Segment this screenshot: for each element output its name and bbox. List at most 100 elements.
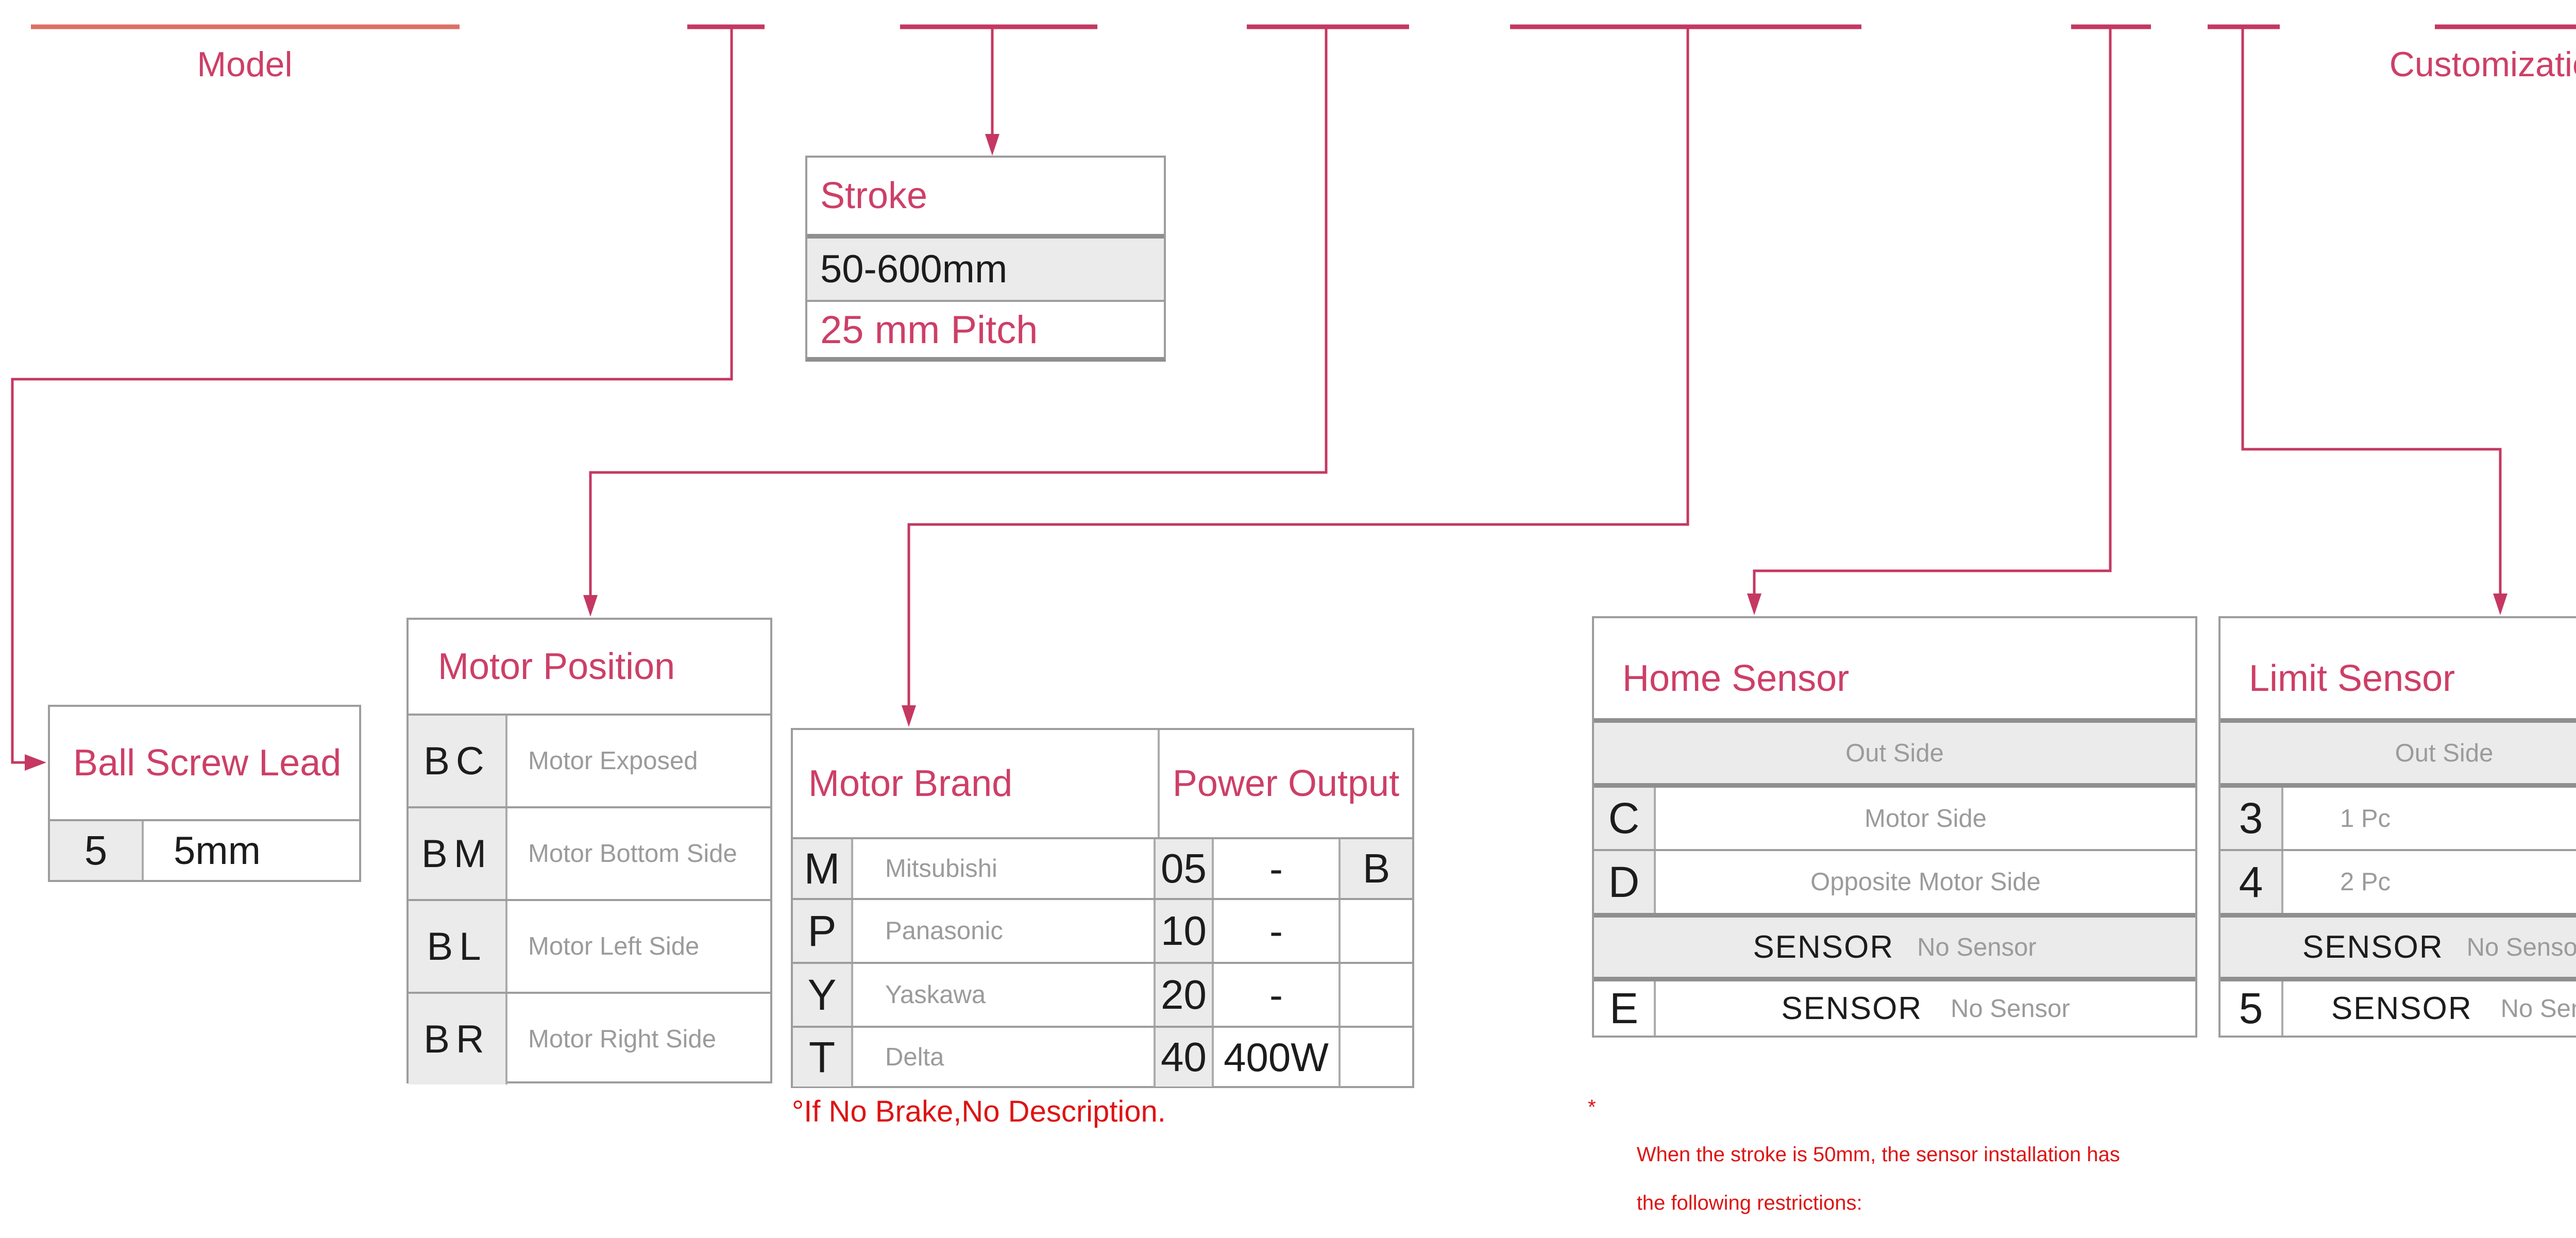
motor-brand-table: Motor Brand Power Output M Mitsubishi 05… (791, 728, 1414, 1088)
output-cell: - (1212, 839, 1338, 898)
code-cell: P (793, 900, 851, 962)
power-code-cell: 10 (1154, 900, 1212, 962)
desc-cell: Opposite Motor Side (1810, 868, 2041, 896)
desc-cell: Motor Side (1865, 804, 1987, 833)
arrow-down-icon (1747, 593, 1761, 615)
power-output-title: Power Output (1158, 730, 1412, 837)
brand-cell: Mitsubishi (851, 839, 1154, 898)
outside-group-row: Out Side (1594, 718, 2195, 783)
sensor-cell: SENSOR No Sensor (1656, 981, 2195, 1036)
code-cell: BM (409, 808, 507, 899)
brake-cell (1338, 900, 1412, 962)
no-sensor-label: No Sensor (2466, 933, 2576, 961)
motor-position-title: Motor Position (438, 646, 675, 687)
output-cell: 400W (1212, 1028, 1338, 1087)
table-row: 5 SENSOR No Sensor (2221, 977, 2576, 1036)
header-row: Motor Brand Power Output (793, 730, 1412, 837)
no-sensor-row: SENSOR No Sensor (1594, 913, 2195, 977)
sensor-label: SENSOR (2331, 991, 2472, 1026)
code-cell: D (1594, 851, 1656, 913)
stroke-range: 50-600mm (807, 234, 1164, 300)
code-cell: BC (409, 716, 507, 806)
limit-sensor-title: Limit Sensor (2249, 658, 2455, 699)
home-sensor-table: Home Sensor Out Side C Motor Side D Oppo… (1592, 616, 2197, 1038)
table-row: M Mitsubishi 05 - B (793, 837, 1412, 898)
note-paragraph: * When the stroke is 50mm, the sensor in… (1588, 1094, 2180, 1238)
brand-cell: Panasonic (851, 900, 1154, 962)
code-cell: BL (409, 901, 507, 992)
output-cell: - (1212, 964, 1338, 1026)
sensor-restriction-note: * When the stroke is 50mm, the sensor in… (1588, 1046, 2180, 1238)
limit-sensor-table: Limit Sensor Out Side 3 1 Pc 4 2 Pc SENS… (2218, 616, 2576, 1038)
home-sensor-title: Home Sensor (1622, 658, 1850, 699)
no-sensor-label: No Sensor (2500, 994, 2576, 1023)
motor-position-table: Motor Position BC Motor Exposed BM Motor… (406, 618, 772, 1084)
note-line: When the stroke is 50mm, the sensor inst… (1636, 1143, 2120, 1166)
customization-order-label: Customization Order No. (2389, 45, 2576, 84)
stroke-table: Stroke 50-600mm 25 mm Pitch (805, 156, 1166, 362)
arrow-right-icon (25, 754, 46, 771)
brake-cell (1338, 964, 1412, 1026)
power-code-cell: 20 (1154, 964, 1212, 1026)
motor-brand-title: Motor Brand (808, 763, 1013, 804)
table-row: 4 2 Pc (2221, 849, 2576, 913)
stroke-pitch: 25 mm Pitch (807, 300, 1164, 358)
code-cell: 5 (50, 821, 144, 880)
code-cell: 5 (2221, 981, 2283, 1036)
no-sensor-label: No Sensor (1917, 933, 2037, 961)
table-row: P Panasonic 10 - (793, 898, 1412, 962)
leader-lines (11, 27, 2502, 764)
brand-cell: Yaskawa (851, 964, 1154, 1026)
code-cell: BR (409, 994, 507, 1084)
code-cell: 3 (2221, 788, 2283, 849)
sensor-label: SENSOR (2302, 929, 2444, 965)
desc-cell: 1 Pc (2340, 804, 2391, 833)
code-cell: C (1594, 788, 1656, 849)
table-row: C Motor Side (1594, 783, 2195, 849)
table-row: BM Motor Bottom Side (409, 806, 770, 899)
brake-cell: B (1338, 839, 1412, 898)
arrow-down-icon (2493, 593, 2507, 615)
table-row: 5 5mm (50, 819, 359, 880)
sensor-label: SENSOR (1781, 991, 1923, 1026)
table-row: BL Motor Left Side (409, 899, 770, 992)
code-cell: T (793, 1028, 851, 1087)
power-code-cell: 40 (1154, 1028, 1212, 1087)
arrowheads (25, 134, 2507, 771)
stroke-title: Stroke (820, 175, 928, 216)
code-cell: Y (793, 964, 851, 1026)
note-line: the following restrictions: (1636, 1192, 1862, 1214)
table-row: T Delta 40 400W (793, 1026, 1412, 1087)
table-row: BC Motor Exposed (409, 714, 770, 806)
output-cell: - (1212, 900, 1338, 962)
no-brake-note: °If No Brake,No Description. (792, 1095, 1166, 1128)
brake-cell (1338, 1028, 1412, 1087)
ball-screw-lead-table: Ball Screw Lead 5 5mm (48, 705, 361, 882)
table-row: E SENSOR No Sensor (1594, 977, 2195, 1036)
desc-cell: Motor Exposed (528, 747, 698, 775)
code-cell: E (1594, 981, 1656, 1036)
arrow-down-icon (583, 595, 598, 617)
code-cell: 4 (2221, 851, 2283, 913)
outside-group-row: Out Side (2221, 718, 2576, 783)
table-row: 3 1 Pc (2221, 783, 2576, 849)
sensor-cell: SENSOR No Sensor (2283, 981, 2576, 1036)
sensor-label: SENSOR (1753, 929, 1894, 965)
table-row: BR Motor Right Side (409, 992, 770, 1084)
arrow-down-icon (985, 134, 999, 156)
desc-cell: 2 Pc (2340, 868, 2391, 896)
table-row: D Opposite Motor Side (1594, 849, 2195, 913)
ball-screw-lead-title: Ball Screw Lead (73, 742, 342, 784)
model-label: Model (197, 45, 293, 84)
table-row: Y Yaskawa 20 - (793, 962, 1412, 1026)
no-sensor-label: No Sensor (1951, 994, 2070, 1023)
no-sensor-row: SENSOR No Sensor (2221, 913, 2576, 977)
desc-cell: Motor Bottom Side (528, 840, 737, 868)
desc-cell: Motor Right Side (528, 1025, 716, 1053)
desc-cell: Motor Left Side (528, 932, 700, 960)
arrow-down-icon (902, 705, 916, 727)
power-code-cell: 05 (1154, 839, 1212, 898)
value-cell: 5mm (174, 828, 261, 873)
